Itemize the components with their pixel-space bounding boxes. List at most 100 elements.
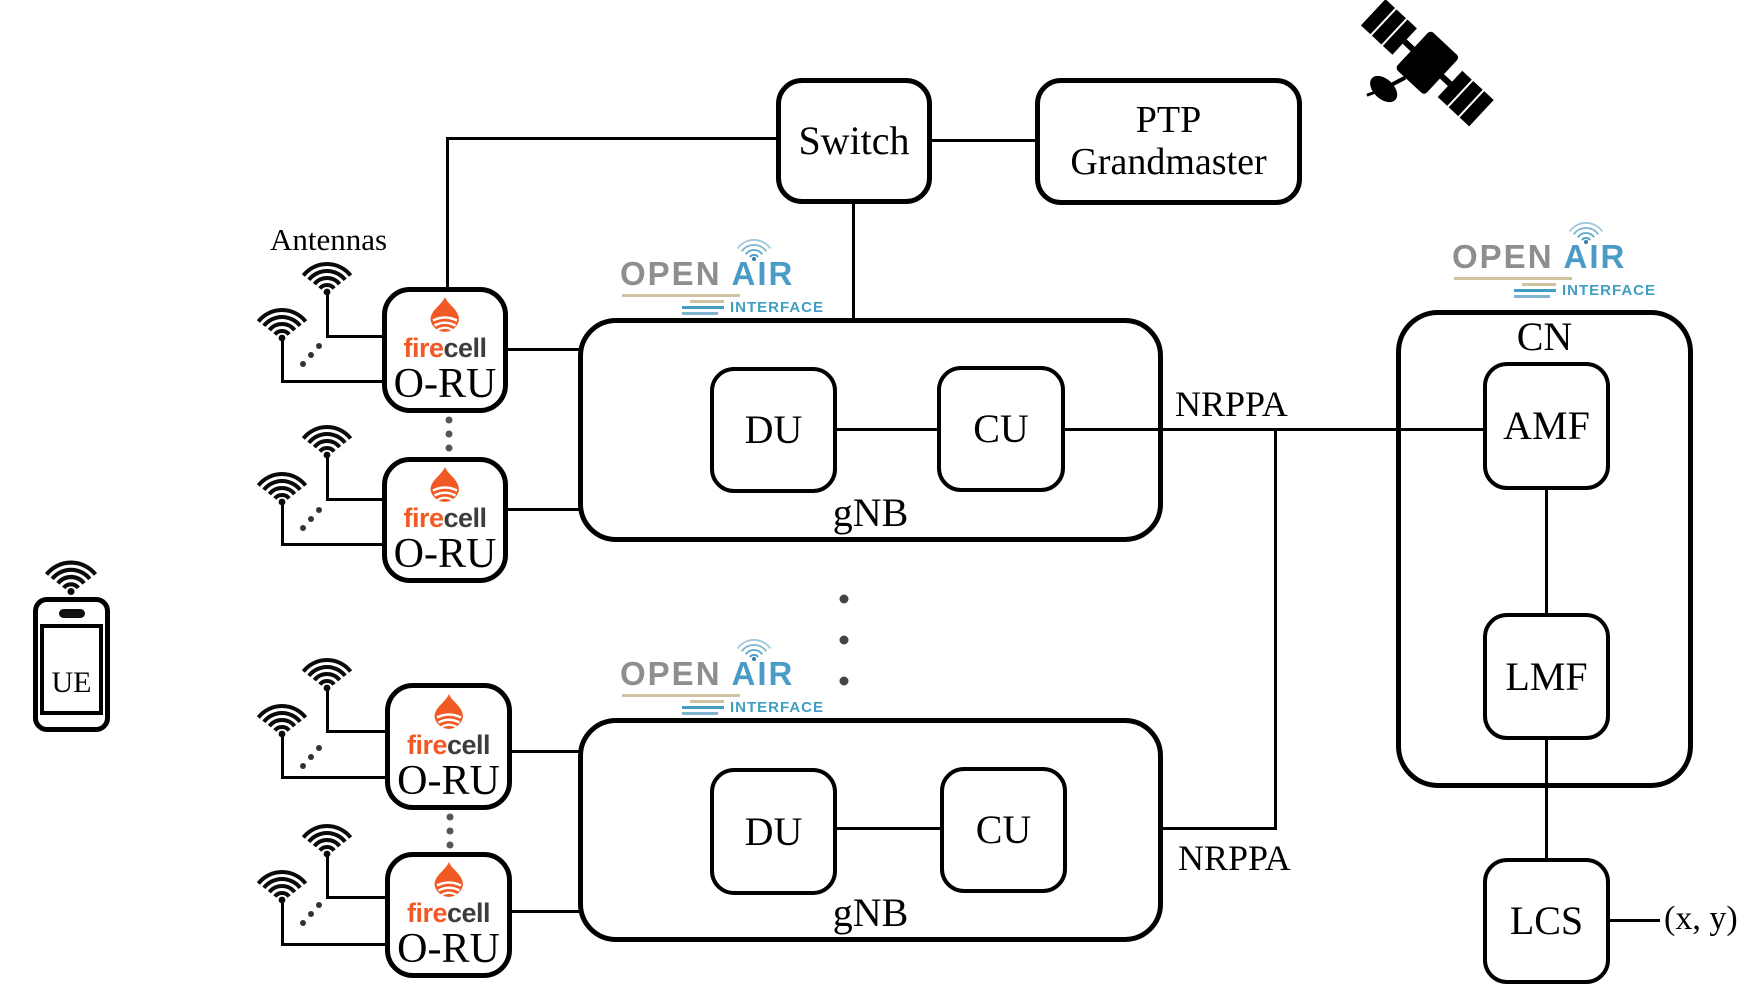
oru2-label: O-RU xyxy=(393,531,497,577)
more-oru-dots-icon xyxy=(445,416,453,452)
openair-open-text: OPEN xyxy=(620,655,722,692)
gnb2-label: gNB xyxy=(832,890,909,935)
antenna5-stem xyxy=(326,688,329,733)
oru1-label: O-RU xyxy=(393,361,497,407)
firecell-flame-icon xyxy=(430,467,459,502)
lcs-box: LCS xyxy=(1483,858,1610,984)
openair-arcs-icon xyxy=(736,639,772,661)
firecell-wordmark: firecell xyxy=(406,898,491,928)
openair-air-text: AIR xyxy=(731,255,795,292)
openair-arcs-icon xyxy=(1568,222,1604,244)
ue-wifi-icon xyxy=(44,560,98,596)
gnb1-label: gNB xyxy=(832,490,909,535)
amf-label: AMF xyxy=(1503,403,1590,448)
openair-underline xyxy=(622,294,740,297)
firecell-flame-icon xyxy=(434,693,463,729)
line-switch-to-gnb1 xyxy=(852,202,855,320)
wifi-antenna-icon xyxy=(301,824,353,858)
more-antennas-dots-icon xyxy=(300,343,322,367)
antenna1-stem xyxy=(326,292,329,338)
wifi-antenna-icon xyxy=(301,425,353,459)
line-gnb2-to-nrppa-branch xyxy=(1161,827,1276,830)
openair-interface-text: INTERFACE xyxy=(730,299,825,316)
antenna2-feed xyxy=(281,380,384,383)
wifi-antenna-icon xyxy=(301,658,353,692)
antenna7-feed xyxy=(326,896,387,899)
lmf-box: LMF xyxy=(1483,613,1610,740)
antenna6-feed xyxy=(281,776,387,779)
line-oru1-to-gnb1 xyxy=(506,348,580,351)
oru3-box: firecell O-RU xyxy=(385,683,512,810)
du1-label: DU xyxy=(744,407,803,452)
wifi-antenna-icon xyxy=(301,262,353,296)
wifi-antenna-icon xyxy=(256,870,308,904)
switch-box: Switch xyxy=(776,78,932,204)
antenna6-stem xyxy=(281,733,284,779)
more-oru-dots-icon xyxy=(446,813,454,849)
openair-arcs-icon xyxy=(736,239,772,261)
openair-air-text: AIR xyxy=(731,655,795,692)
line-switch-to-oru-riser xyxy=(447,137,778,140)
firecell-wordmark: firecell xyxy=(403,333,487,363)
line-oru2-to-gnb1 xyxy=(506,508,580,511)
more-antennas-dots-icon xyxy=(300,902,322,926)
line-lcs-to-output xyxy=(1608,919,1660,922)
lmf-label: LMF xyxy=(1505,653,1588,699)
openair-open-text: OPEN xyxy=(1452,238,1554,275)
line-du1-to-cu1 xyxy=(835,428,939,431)
antenna5-feed xyxy=(326,730,387,733)
firecell-flame-icon xyxy=(434,862,463,897)
lcs-label: LCS xyxy=(1509,898,1584,943)
more-antennas-dots-icon xyxy=(300,745,322,769)
openair-underline xyxy=(622,694,740,697)
du1-box: DU xyxy=(710,367,837,493)
firecell-flame-icon xyxy=(430,297,459,332)
satellite-icon xyxy=(1360,0,1494,127)
antenna7-stem xyxy=(326,853,329,899)
oru4-label: O-RU xyxy=(397,926,500,972)
cu2-box: CU xyxy=(940,767,1067,893)
more-gnb-dots-icon xyxy=(839,594,849,686)
cu2-label: CU xyxy=(975,807,1032,852)
cn-box xyxy=(1396,310,1693,788)
switch-label: Switch xyxy=(798,118,910,163)
gnb2-box xyxy=(578,718,1163,942)
ue-phone-icon: UE xyxy=(33,597,110,732)
phone-screen: UE xyxy=(40,624,103,715)
nrppa-top-label: NRPPA xyxy=(1175,384,1288,424)
openair-air-text: AIR xyxy=(1563,238,1627,275)
antenna8-stem xyxy=(281,900,284,946)
more-antennas-dots-icon xyxy=(300,507,322,531)
line-oru3-to-gnb2 xyxy=(510,750,580,753)
oru2-box: firecell O-RU xyxy=(382,457,508,583)
ptp-grandmaster-label: PTP Grandmaster xyxy=(1070,98,1267,183)
antenna2-stem xyxy=(281,338,284,383)
firecell-wordmark: firecell xyxy=(406,729,491,760)
cu1-box: CU xyxy=(937,366,1065,492)
ue-label: UE xyxy=(51,665,92,699)
line-amf-to-lmf xyxy=(1545,488,1548,615)
antenna3-stem xyxy=(326,453,329,501)
oru1-box: firecell O-RU xyxy=(382,287,508,413)
firecell-wordmark: firecell xyxy=(403,503,487,533)
antenna4-stem xyxy=(281,501,284,546)
line-du2-to-cu2 xyxy=(835,827,942,830)
antenna3-feed xyxy=(326,498,384,501)
line-oru-riser xyxy=(446,137,449,289)
oru4-box: firecell O-RU xyxy=(385,852,512,978)
line-nrppa-branch-vertical xyxy=(1274,428,1277,830)
oru3-label: O-RU xyxy=(397,757,500,804)
wifi-antenna-icon xyxy=(256,308,308,342)
openair-interface-text: INTERFACE xyxy=(730,699,825,716)
antenna4-feed xyxy=(281,543,384,546)
du2-box: DU xyxy=(710,768,837,895)
ptp-grandmaster-box: PTP Grandmaster xyxy=(1035,78,1302,205)
du2-label: DU xyxy=(744,808,803,854)
openair-underline xyxy=(1454,277,1572,280)
line-switch-to-ptp xyxy=(930,139,1037,142)
cu1-label: CU xyxy=(973,406,1029,451)
position-output-label: (x, y) xyxy=(1664,900,1738,937)
amf-box: AMF xyxy=(1483,362,1610,490)
